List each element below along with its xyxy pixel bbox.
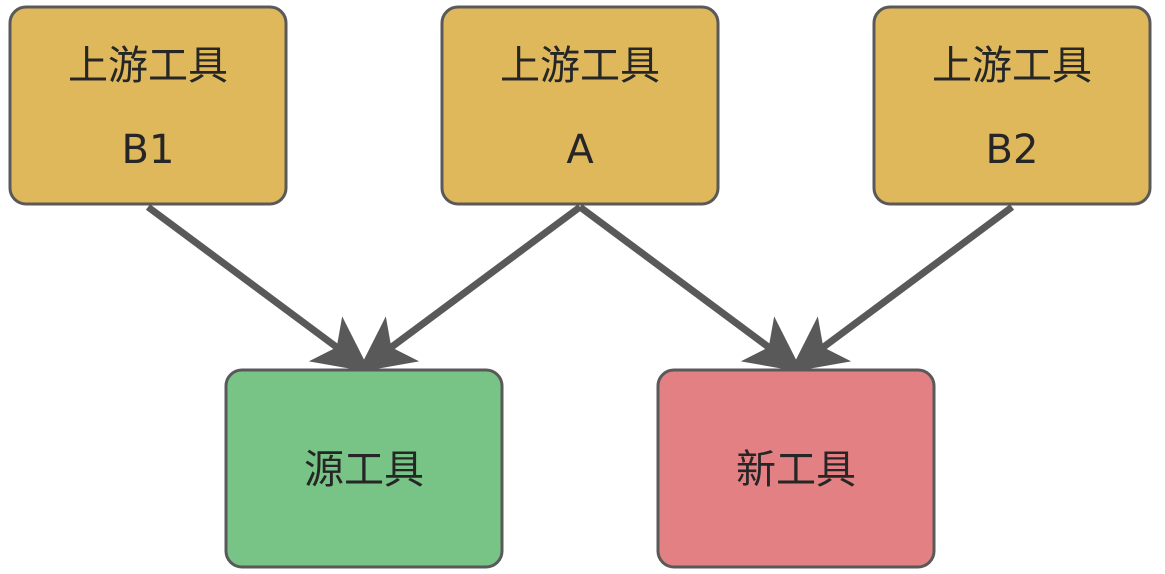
node-upstream-b2-id: B2 <box>986 127 1039 173</box>
node-new-tool-box <box>656 368 936 569</box>
node-source-tool-box <box>224 368 504 569</box>
node-upstream-b2-box <box>872 5 1152 206</box>
arrow-a-to-source-tool <box>357 204 583 373</box>
node-upstream-b1-id: B1 <box>122 127 175 173</box>
node-upstream-b2: 上游工具 B2 <box>872 5 1152 206</box>
node-upstream-a: 上游工具 A <box>440 5 720 206</box>
node-upstream-b2-title: 上游工具 <box>932 43 1092 89</box>
node-upstream-b1-title: 上游工具 <box>68 43 228 89</box>
node-upstream-a-title: 上游工具 <box>500 43 660 89</box>
node-upstream-b1-box <box>8 5 288 206</box>
arrow-b2-to-new-tool <box>789 204 1015 373</box>
node-upstream-a-id: A <box>566 127 594 173</box>
arrow-a-to-new-tool <box>577 204 803 373</box>
node-source-tool-label: 源工具 <box>304 447 424 493</box>
node-upstream-a-box <box>440 5 720 206</box>
node-new-tool-label: 新工具 <box>736 447 856 493</box>
node-source-tool: 源工具 <box>224 368 504 569</box>
arrow-b1-to-source-tool <box>145 204 371 373</box>
node-new-tool: 新工具 <box>656 368 936 569</box>
edges-group <box>145 204 1015 373</box>
node-upstream-b1: 上游工具 B1 <box>8 5 288 206</box>
